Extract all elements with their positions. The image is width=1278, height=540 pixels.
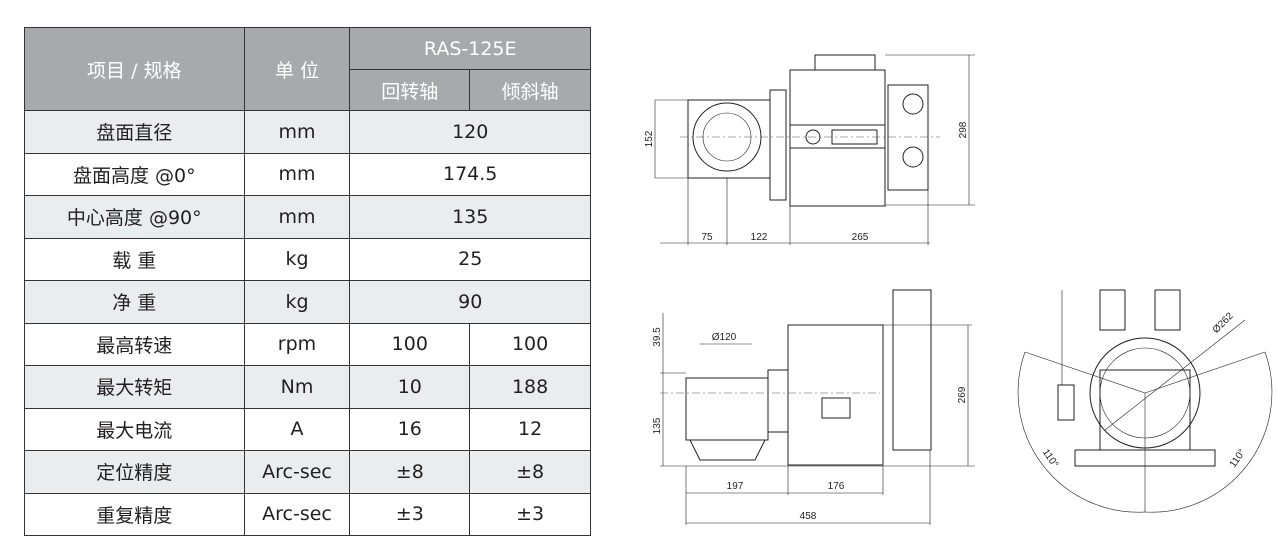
dim-39-5: 39.5 bbox=[652, 327, 663, 347]
header-tilt-axis: 倾斜轴 bbox=[469, 69, 591, 111]
dim-269: 269 bbox=[957, 386, 968, 403]
dim-diameter-120: Ø120 bbox=[712, 332, 737, 343]
spec-item: 定位精度 bbox=[24, 450, 245, 494]
spec-unit: Arc-sec bbox=[243, 450, 351, 494]
spec-unit: mm bbox=[243, 110, 351, 154]
spec-rotation-value: 100 bbox=[349, 322, 471, 366]
spec-rotation-value: ±8 bbox=[349, 450, 471, 494]
dim-197: 197 bbox=[727, 481, 744, 492]
spec-unit: mm bbox=[243, 152, 351, 196]
dim-265: 265 bbox=[852, 232, 869, 243]
spec-value: 25 bbox=[349, 237, 591, 281]
angle-right-110: 110° bbox=[1228, 447, 1248, 470]
spec-unit: A bbox=[243, 407, 351, 451]
spec-unit: Arc-sec bbox=[243, 492, 351, 536]
dim-458: 458 bbox=[800, 511, 817, 522]
spec-item: 最大电流 bbox=[24, 407, 245, 451]
spec-item: 最高转速 bbox=[24, 322, 245, 366]
spec-item: 盘面高度 @0° bbox=[24, 152, 245, 196]
angle-left-110: 110° bbox=[1040, 447, 1060, 470]
spec-item: 重复精度 bbox=[24, 492, 245, 536]
dim-176: 176 bbox=[828, 481, 845, 492]
dim-75: 75 bbox=[701, 232, 713, 243]
front-view-drawing: Ø262 110° 110° bbox=[1017, 289, 1273, 513]
top-view-drawing: 152 298 75 122 265 bbox=[644, 54, 975, 245]
spec-item: 盘面直径 bbox=[24, 110, 245, 154]
dim-122: 122 bbox=[751, 232, 768, 243]
dim-152: 152 bbox=[644, 130, 655, 147]
spec-tilt-value: 100 bbox=[469, 322, 591, 366]
spec-unit: kg bbox=[243, 237, 351, 281]
spec-tilt-value: ±8 bbox=[469, 450, 591, 494]
spec-item: 净 重 bbox=[24, 280, 245, 324]
side-view-drawing: 39.5 Ø120 135 269 197 176 458 bbox=[652, 289, 975, 525]
dim-298: 298 bbox=[958, 121, 969, 138]
spec-unit: rpm bbox=[243, 322, 351, 366]
dim-135: 135 bbox=[652, 417, 663, 434]
spec-unit: mm bbox=[243, 195, 351, 239]
spec-unit: Nm bbox=[243, 365, 351, 409]
spec-rotation-value: 10 bbox=[349, 365, 471, 409]
spec-tilt-value: ±3 bbox=[469, 492, 591, 536]
spec-value: 120 bbox=[349, 110, 591, 154]
spec-value: 90 bbox=[349, 280, 591, 324]
spec-item: 载 重 bbox=[24, 237, 245, 281]
header-item: 项目 / 规格 bbox=[24, 27, 245, 111]
dim-diameter-262: Ø262 bbox=[1211, 310, 1236, 335]
spec-rotation-value: ±3 bbox=[349, 492, 471, 536]
spec-item: 中心高度 @90° bbox=[24, 195, 245, 239]
spec-value: 174.5 bbox=[349, 152, 591, 196]
spec-value: 135 bbox=[349, 195, 591, 239]
header-rotation-axis: 回转轴 bbox=[349, 69, 471, 111]
header-unit: 单 位 bbox=[243, 27, 351, 111]
spec-rotation-value: 16 bbox=[349, 407, 471, 451]
